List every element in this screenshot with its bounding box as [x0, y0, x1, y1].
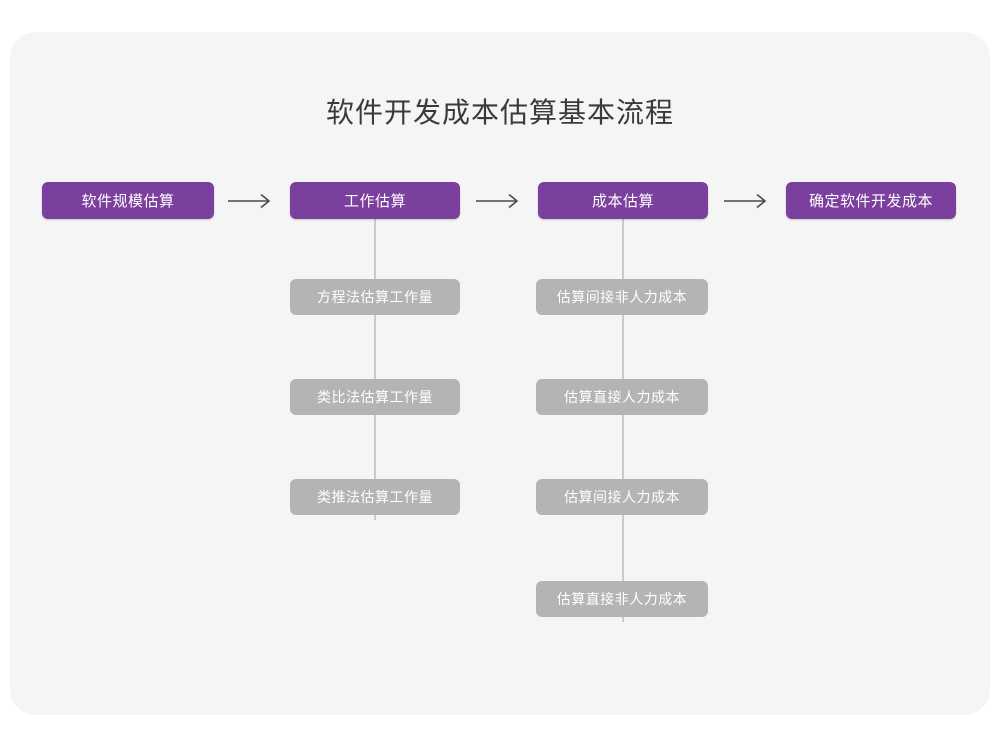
branch-node-label: 估算直接人力成本 — [564, 389, 680, 405]
connector-work-estimation — [374, 218, 376, 520]
branch-node-label: 估算间接非人力成本 — [556, 289, 688, 305]
branch-node-label: 类比法估算工作量 — [317, 389, 433, 405]
flow-node-work-estimation[interactable]: 工作估算 — [290, 182, 460, 219]
diagram-card-background — [10, 32, 990, 715]
flow-node-label: 成本估算 — [591, 193, 654, 210]
flow-node-cost-estimation[interactable]: 成本估算 — [538, 182, 708, 219]
branch-node-label: 方程法估算工作量 — [317, 289, 433, 305]
branch-node-equation-method-workload[interactable]: 方程法估算工作量 — [290, 279, 460, 315]
branch-node-analogy-method-workload[interactable]: 类比法估算工作量 — [290, 379, 460, 415]
branch-node-direct-labor-cost[interactable]: 估算直接人力成本 — [536, 379, 708, 415]
branch-node-indirect-non-labor-cost[interactable]: 估算间接非人力成本 — [536, 279, 708, 315]
connector-cost-estimation — [622, 218, 624, 622]
branch-node-label: 估算间接人力成本 — [564, 489, 680, 505]
flow-node-label: 软件规模估算 — [81, 193, 175, 210]
page-title: 软件开发成本估算基本流程 — [325, 97, 674, 128]
arrow-right-icon — [724, 193, 770, 209]
branch-node-label: 估算直接非人力成本 — [556, 591, 688, 607]
branch-node-label: 类推法估算工作量 — [317, 489, 433, 505]
branch-node-indirect-labor-cost[interactable]: 估算间接人力成本 — [536, 479, 708, 515]
arrow-right-icon — [476, 193, 522, 209]
branch-node-inference-method-workload[interactable]: 类推法估算工作量 — [290, 479, 460, 515]
flow-node-label: 确定软件开发成本 — [808, 193, 933, 210]
arrow-right-icon — [228, 193, 274, 209]
flow-node-software-scale-estimation[interactable]: 软件规模估算 — [42, 182, 214, 219]
flow-node-determine-development-cost[interactable]: 确定软件开发成本 — [786, 182, 956, 219]
branch-node-direct-non-labor-cost[interactable]: 估算直接非人力成本 — [536, 581, 708, 617]
flow-node-label: 工作估算 — [343, 193, 406, 210]
